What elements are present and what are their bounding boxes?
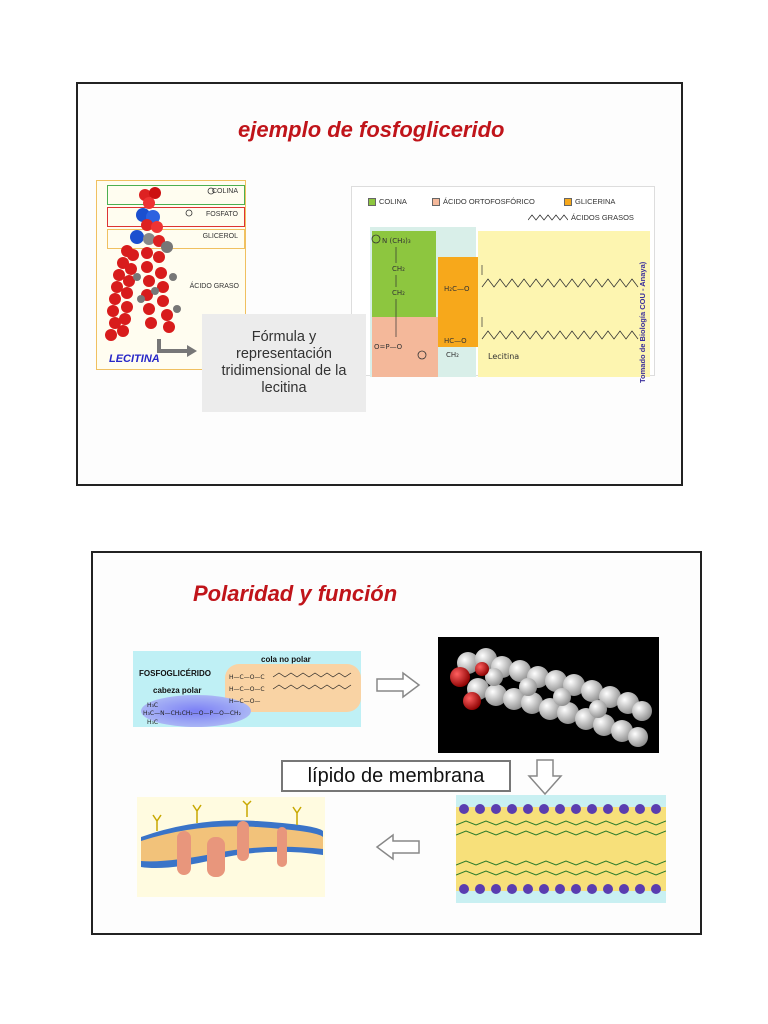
cola-no-polar-label: cola no polar — [261, 655, 311, 664]
svg-text:H₃C: H₃C — [147, 702, 158, 709]
fosfoglicerido-title: FOSFOGLICÉRIDO — [139, 669, 211, 678]
svg-text:Lecitina: Lecitina — [488, 352, 519, 361]
cabeza-polar-label: cabeza polar — [153, 686, 202, 695]
glicerina-zone — [438, 257, 478, 347]
formula-drawing: N (CH₃)₃ CH₂ CH₂ O=P—O H₂C—O HC—O CH₂ Le… — [371, 234, 639, 361]
lecitina-name: LECITINA — [109, 353, 160, 365]
acido-graso-label: ÁCIDO GRASO — [189, 283, 239, 290]
svg-text:H—C—O—C: H—C—O—C — [229, 686, 265, 693]
fosforico-zone — [372, 317, 438, 377]
lecithin-callout: Fórmula y representación tridimensional … — [202, 314, 366, 412]
lecithin-model-figure: COLINA FOSFATO GLICEROL ÁCIDO GRASO — [96, 180, 246, 370]
colina-zone — [372, 231, 436, 317]
legend-acidos-grasos: ÁCIDOS GRASOS — [527, 213, 634, 222]
svg-text:H—C—O—C: H—C—O—C — [229, 674, 265, 681]
glicerol-label: GLICEROL — [202, 233, 238, 240]
colina-label: COLINA — [211, 188, 238, 195]
fosfato-band: FOSFATO — [107, 207, 245, 227]
arrow-right-icon — [376, 671, 421, 699]
legend-glicerina: GLICERINA — [564, 197, 615, 207]
legend-fosforico: ÁCIDO ORTOFOSFÓRICO — [432, 197, 535, 207]
svg-text:N (CH₃)₃: N (CH₃)₃ — [382, 237, 411, 245]
svg-text:CH₂: CH₂ — [392, 265, 405, 273]
bilayer-drawing — [455, 804, 667, 894]
cell-membrane-diagram — [137, 797, 325, 897]
svg-text:HC—O: HC—O — [444, 337, 467, 345]
svg-text:H₂C—O: H₂C—O — [444, 285, 470, 293]
space-filling-model — [438, 637, 659, 753]
slide-2-title: Polaridad y función — [193, 581, 398, 606]
arrow-left-icon — [375, 833, 420, 861]
fosfoglicerido-diagram: FOSFOGLICÉRIDO cabeza polar cola no pola… — [133, 651, 361, 727]
fosfato-label: FOSFATO — [205, 211, 238, 218]
acidos-grasos-zone — [478, 231, 650, 377]
arrow-down-icon — [527, 759, 563, 796]
lipid-bilayer — [455, 795, 667, 903]
svg-text:O=P—O: O=P—O — [374, 343, 403, 351]
svg-text:H₃C: H₃C — [147, 719, 158, 726]
formula-legend: COLINA ÁCIDO ORTOFOSFÓRICO GLICERINA ÁCI… — [368, 195, 658, 225]
glicerol-band: GLICEROL — [107, 229, 245, 249]
cola-no-polar-region — [225, 664, 361, 712]
colina-band: COLINA — [107, 185, 245, 205]
lipido-membrana-label: lípido de membrana — [281, 760, 511, 792]
svg-text:H₃C—N—CH₂CH₂—O—P—O—CH₂: H₃C—N—CH₂CH₂—O—P—O—CH₂ — [143, 710, 242, 717]
cabeza-polar-region — [141, 695, 251, 727]
space-filling-spheres — [450, 648, 652, 747]
legend-colina: COLINA — [368, 197, 407, 207]
slide-1: ejemplo de fosfoglicerido COLINA FOSFATO… — [76, 82, 683, 486]
slide-2: Polaridad y función FOSFOGLICÉRIDO cabez… — [91, 551, 702, 935]
fosfoglicerido-formula: H—C—O—C H—C—O—C H—C—O— H₃C H₃C—N—CH₂CH₂—… — [143, 672, 352, 726]
slide-1-title: ejemplo de fosfoglicerido — [238, 117, 505, 142]
svg-text:CH₂: CH₂ — [446, 351, 459, 359]
credit-text: Tomado de Biología COU - Anaya) — [638, 261, 647, 383]
svg-text:CH₂: CH₂ — [392, 289, 405, 297]
membrane-drawing — [141, 800, 323, 877]
lecithin-structural-formula: COLINA ÁCIDO ORTOFOSFÓRICO GLICERINA ÁCI… — [351, 186, 658, 383]
svg-text:H—C—O—: H—C—O— — [229, 698, 260, 705]
space-filling-molecule — [105, 187, 215, 357]
